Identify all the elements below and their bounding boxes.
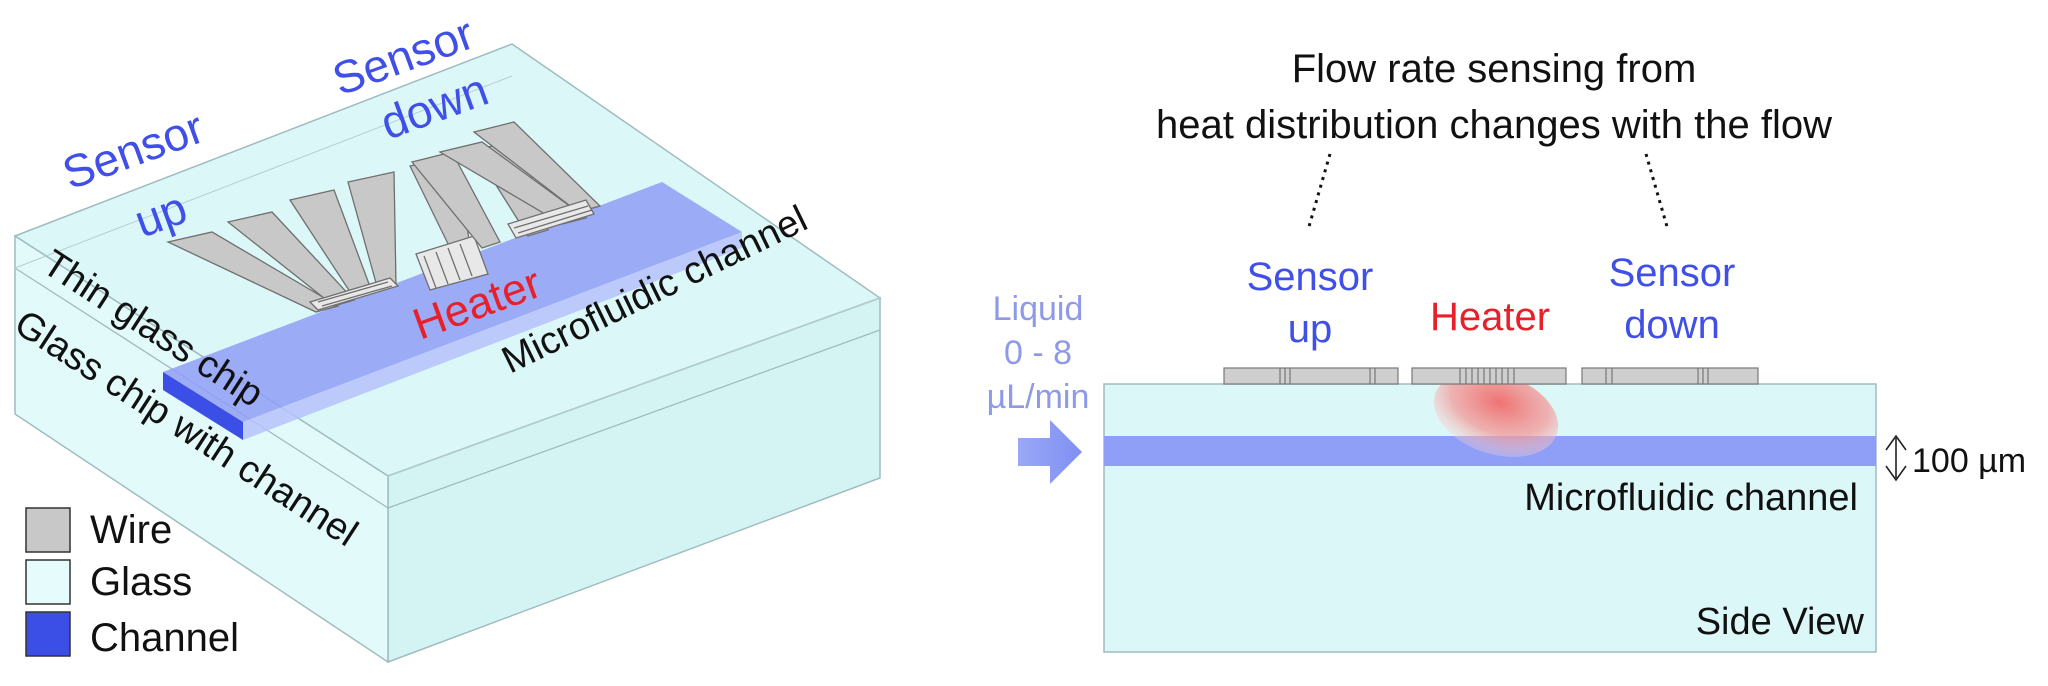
- channel-side: [243, 232, 742, 440]
- thin-glass-edge-back: [14, 75, 513, 269]
- side-view-label: Side View: [1696, 601, 1865, 643]
- legend-swatch-wire: [25, 507, 71, 553]
- liquid-label-line2: 0 - 8: [1004, 334, 1072, 372]
- channel-top: [163, 182, 742, 422]
- sensor-down-wires: [410, 121, 602, 249]
- side-label-heater: Heater: [1430, 295, 1550, 339]
- legend-label-wire: Wire: [90, 508, 172, 552]
- side-heater-pad: [1411, 367, 1567, 385]
- thickness-label: 100 µm: [1912, 442, 2026, 480]
- heat-distribution-blob: [1433, 371, 1559, 457]
- liquid-label-line3: µL/min: [987, 378, 1090, 416]
- side-view-title-line2: heat distribution changes with the flow: [1156, 103, 1832, 147]
- side-view: Flow rate sensing from heat distribution…: [987, 47, 2026, 653]
- side-label-sensor-up-line2: up: [1288, 307, 1333, 351]
- thickness-arrow-icon: [1885, 434, 1907, 482]
- legend-label-glass: Glass: [90, 560, 192, 604]
- legend-swatch-glass: [25, 559, 71, 605]
- legend: Wire Glass Channel: [25, 507, 239, 660]
- pointer-line-left: [1306, 153, 1332, 231]
- sensor-up-wires: [166, 171, 400, 313]
- side-label-sensor-down-line1: Sensor: [1609, 251, 1736, 295]
- flow-arrow-icon: [1018, 420, 1082, 484]
- side-label-sensor-down-line2: down: [1624, 303, 1720, 347]
- side-sensor-down-pad: [1581, 367, 1759, 385]
- chip-3d-view: Sensor up Sensor down Heater Microfluidi…: [7, 7, 882, 664]
- chip-hidden-edge: [387, 297, 881, 477]
- side-sensor-up-pad: [1223, 367, 1399, 385]
- pointer-line-right: [1644, 153, 1670, 231]
- thin-glass-edge-right: [387, 329, 881, 509]
- side-label-microfluidic-channel: Microfluidic channel: [1524, 477, 1858, 519]
- channel-end-face: [163, 372, 243, 440]
- liquid-label-line1: Liquid: [993, 290, 1084, 328]
- side-label-sensor-up-line1: Sensor: [1247, 255, 1374, 299]
- legend-swatch-channel: [25, 611, 71, 657]
- legend-label-channel: Channel: [90, 616, 239, 660]
- side-view-title-line1: Flow rate sensing from: [1292, 47, 1697, 91]
- sensor-down-serpentine: [507, 199, 595, 239]
